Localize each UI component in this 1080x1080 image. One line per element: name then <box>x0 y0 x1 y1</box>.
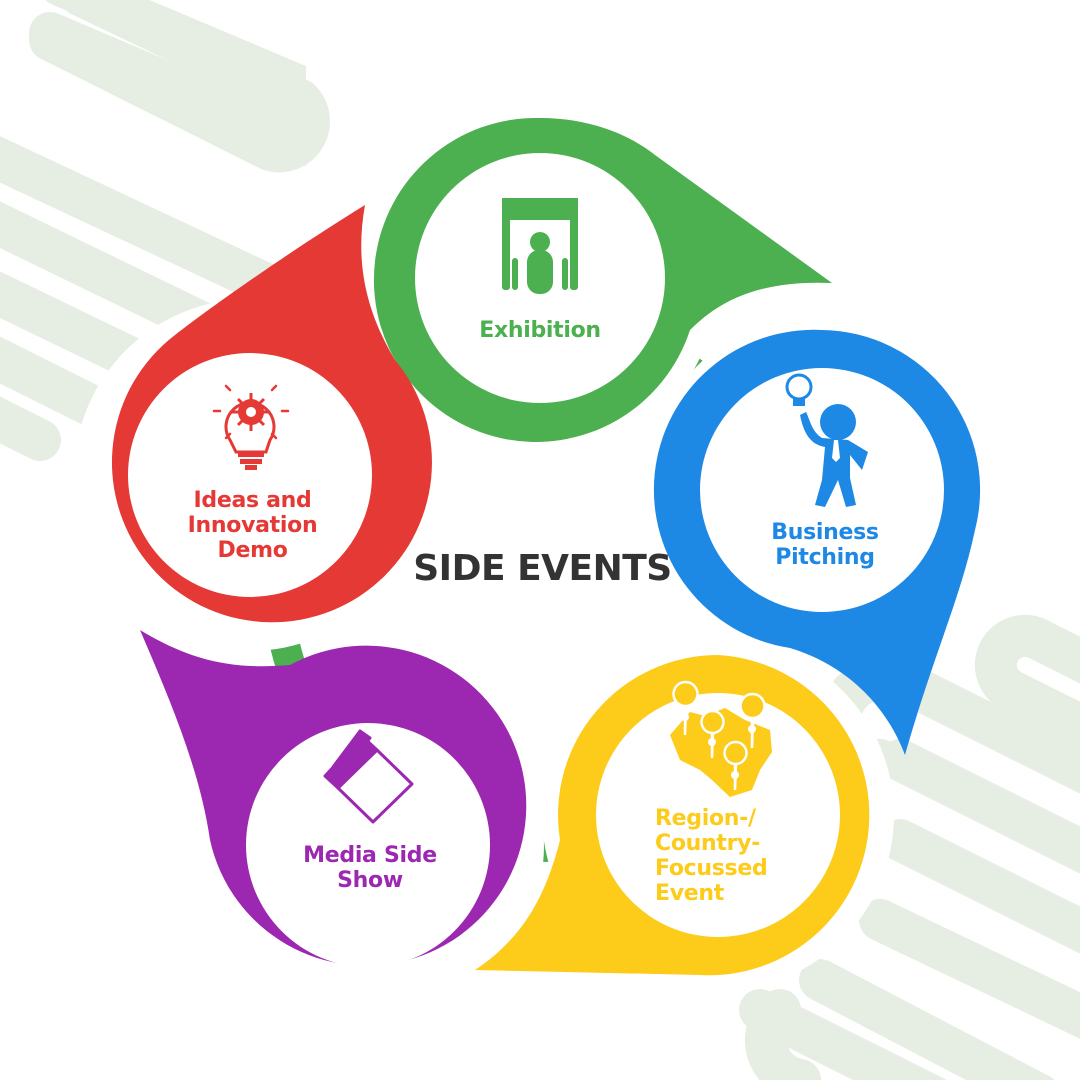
node-media-shape <box>140 630 527 967</box>
label-line: Region-/ <box>655 806 756 831</box>
label-line: Pitching <box>775 545 875 571</box>
businessman-idea-icon <box>785 373 868 507</box>
lightbulb-gear-icon <box>212 384 290 470</box>
node-ideas-shape <box>111 205 432 623</box>
label-line: Innovation <box>187 513 318 539</box>
label-line: Country- <box>655 831 761 857</box>
label-line: Focussed <box>655 856 768 882</box>
node-label-business-pitching: Business Pitching <box>740 520 910 570</box>
label-line: Demo <box>217 538 288 564</box>
map-pins-icon <box>670 680 772 797</box>
label-line: Show <box>337 868 403 894</box>
exhibition-booth-icon <box>502 198 578 294</box>
node-label-ideas-innovation-demo: Ideas and Innovation Demo <box>165 488 340 563</box>
label-line: Media Side <box>303 843 437 868</box>
node-label-media-side-show: Media Side Show <box>280 843 460 893</box>
label-line: Event <box>655 881 724 907</box>
label-line: Exhibition <box>479 318 601 343</box>
node-label-region-country-event: Region-/ Country- Focussed Event <box>655 806 795 906</box>
node-label-exhibition: Exhibition <box>440 318 640 343</box>
label-line: Ideas and <box>193 488 312 513</box>
label-line: Business <box>771 520 879 545</box>
diagram-title: SIDE EVENTS <box>413 548 672 589</box>
clapperboard-icon <box>323 729 414 824</box>
node-region-shape <box>475 655 870 976</box>
